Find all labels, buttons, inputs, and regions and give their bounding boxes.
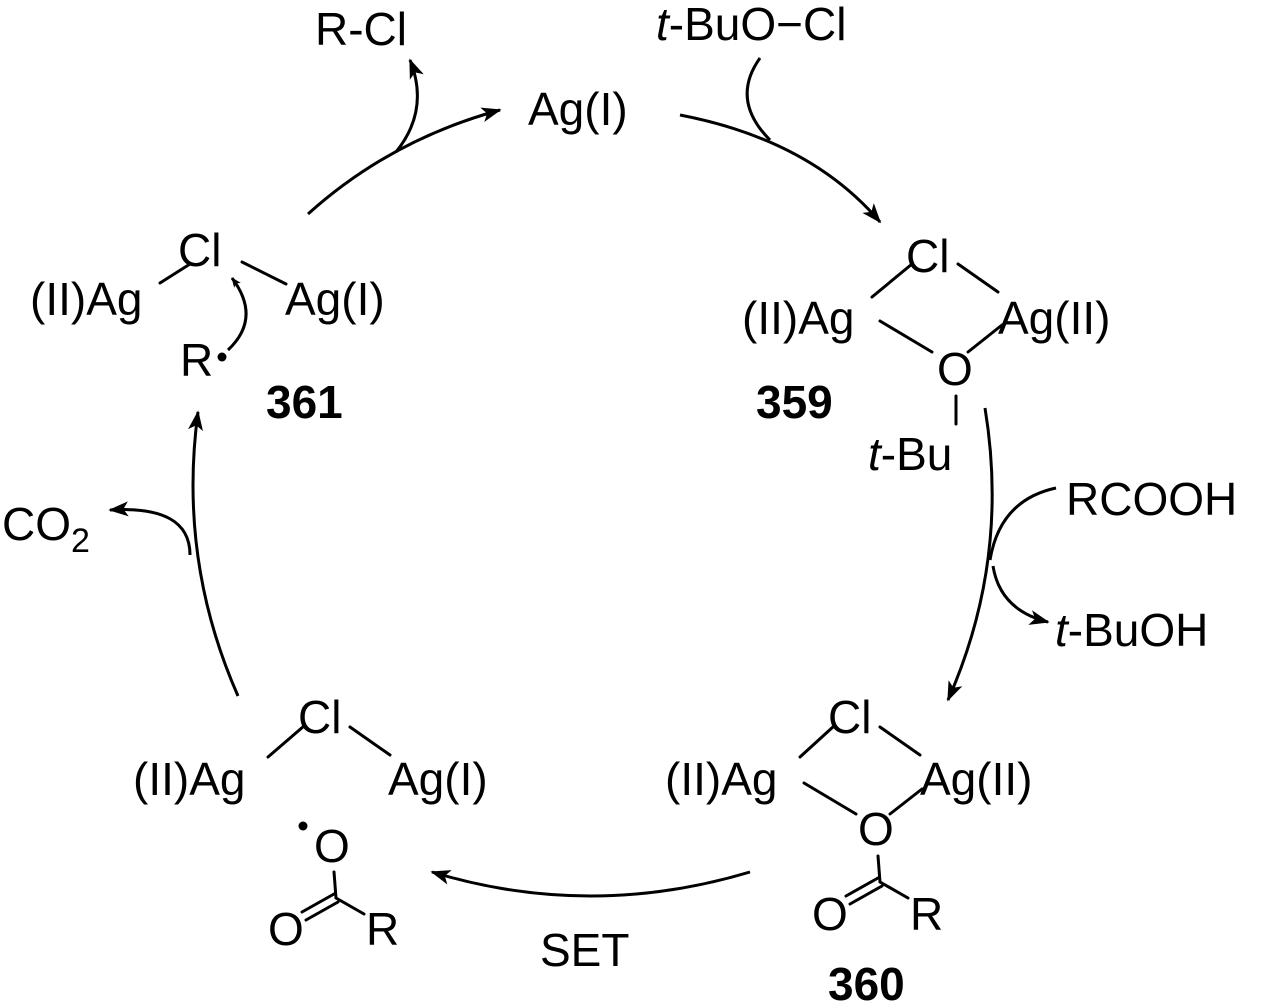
c361-left-ag-label: (II)Ag <box>30 273 142 325</box>
c359-left-ag-label: (II)Ag <box>742 292 854 344</box>
c360-bond-ag-o <box>802 781 858 816</box>
rad-r-label: R <box>366 903 399 955</box>
c359-right-ag-label: Ag(II) <box>998 292 1110 344</box>
c360-bond-o-c <box>876 854 882 884</box>
c360-bond-ag-cl <box>798 724 836 759</box>
arrow-rcooh-entry <box>988 486 1057 561</box>
tbuocl-reagent-label: t-BuO−Cl <box>656 0 846 50</box>
rad-o-double-label: O <box>268 903 304 955</box>
compound-361-number: 361 <box>266 376 343 428</box>
c361-bond-ag-cl <box>158 262 192 285</box>
r-cl-product-label: R-Cl <box>315 3 407 55</box>
c360-cl-label: Cl <box>828 691 871 743</box>
set-step-label: SET <box>540 924 629 976</box>
c361-electron-push-arrow <box>226 277 248 352</box>
c360-bond-c-o-double-a <box>844 876 880 898</box>
rad-bond-cl-ag <box>348 725 392 757</box>
rad-bond-o-c <box>332 870 338 900</box>
arrow-359-to-360 <box>946 407 994 702</box>
arrow-co2-release <box>108 501 192 556</box>
compound-360-number: 360 <box>828 958 905 1005</box>
c361-r-radical-label: R <box>180 334 213 386</box>
rcooh-reagent-label: RCOOH <box>1066 473 1237 525</box>
rad-bond-c-r <box>334 896 366 916</box>
c360-left-ag-label: (II)Ag <box>665 753 777 805</box>
arrow-ag1-to-359 <box>679 113 882 224</box>
rad-cl-label: Cl <box>298 691 341 743</box>
arrow-360-to-radical <box>430 870 751 898</box>
c360-right-ag-label: Ag(II) <box>920 753 1032 805</box>
c360-o-double-label: O <box>812 888 848 940</box>
c360-r-label: R <box>910 888 943 940</box>
c360-bond-cl-ag <box>878 725 922 757</box>
rad-bond-ag-cl <box>266 724 306 759</box>
rad-o-radical-label: O <box>314 820 350 872</box>
c360-bond-o-ag <box>888 787 924 816</box>
tbuoh-product-label: t-BuOH <box>1055 604 1208 656</box>
rad-right-ag-label: Ag(I) <box>388 753 488 805</box>
c359-cl-label: Cl <box>906 230 949 282</box>
arrow-tbuoh-release <box>991 565 1050 625</box>
rad-left-ag-label: (II)Ag <box>133 753 245 805</box>
ag1-catalyst-label: Ag(I) <box>528 83 628 135</box>
co2-product-label: CO2 <box>2 498 90 560</box>
c361-right-ag-label: Ag(I) <box>285 273 385 325</box>
c360-bond-c-o-double-b <box>848 884 884 906</box>
arrow-radical-to-361 <box>188 410 240 697</box>
arrow-tbuocl-entry <box>745 57 772 142</box>
c361-radical-dot <box>217 352 227 362</box>
c359-tbu-label: t-Bu <box>868 428 952 480</box>
c359-bond-ag-cl <box>870 262 914 299</box>
c359-bond-ag-o <box>878 319 934 354</box>
c359-bond-cl-ag <box>956 262 1000 294</box>
compound-359-number: 359 <box>756 376 833 428</box>
c361-bond-cl-ag <box>240 260 288 286</box>
rad-bond-c-o-double-b <box>304 900 340 922</box>
c360-bond-c-r <box>878 880 910 900</box>
c359-bond-o-ag <box>966 323 1004 354</box>
arrow-rcl-release <box>394 58 424 153</box>
rad-radical-dot <box>298 821 308 831</box>
c360-o-top-label: O <box>858 803 894 855</box>
arrow-361-to-ag1 <box>306 107 502 216</box>
rad-bond-c-o-double-a <box>300 892 336 914</box>
